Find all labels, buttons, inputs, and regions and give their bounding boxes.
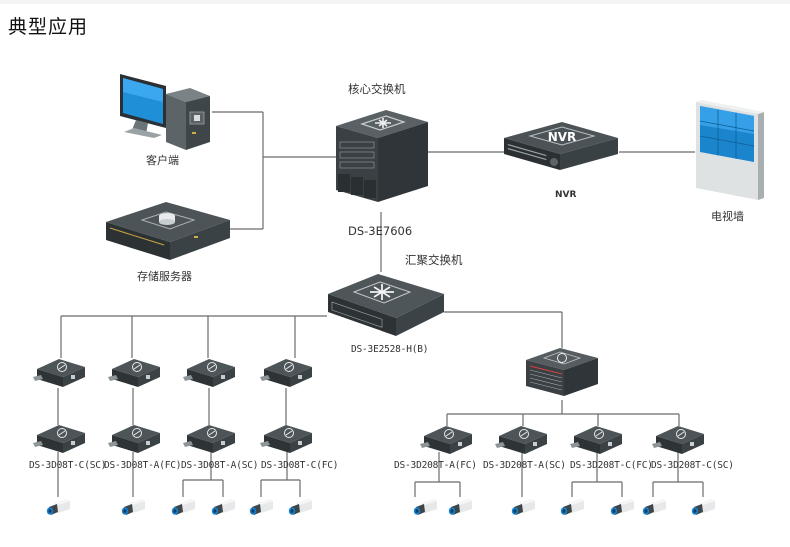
aggregation-switch-label: 汇聚交换机 <box>405 253 463 267</box>
left-converter-label-4: DS-3D08T-C(FC) <box>261 460 339 471</box>
camera-icon-8[interactable] <box>447 497 473 517</box>
nvr-badge: NVR <box>548 130 577 144</box>
storage-server-icon[interactable] <box>104 196 232 262</box>
media-converter-chassis-icon[interactable] <box>524 346 600 398</box>
camera-icon-4[interactable] <box>210 497 236 517</box>
left-lower-converter-icon-2[interactable] <box>108 421 164 455</box>
camera-icon-9[interactable] <box>510 497 536 517</box>
camera-icon-12[interactable] <box>641 497 667 517</box>
core-switch-icon[interactable] <box>332 106 432 204</box>
nvr-label: NVR <box>555 190 577 200</box>
camera-icon-3[interactable] <box>170 497 196 517</box>
video-wall-label: 电视墙 <box>711 210 744 223</box>
camera-icon-7[interactable] <box>412 497 438 517</box>
camera-icon-6[interactable] <box>287 497 313 517</box>
right-converter-icon-1[interactable] <box>420 422 476 456</box>
left-converter-label-3: DS-3D08T-A(SC) <box>181 460 259 471</box>
camera-icon-5[interactable] <box>248 497 274 517</box>
right-converter-icon-3[interactable] <box>570 422 626 456</box>
right-converter-icon-4[interactable] <box>652 422 708 456</box>
storage-label: 存储服务器 <box>137 270 192 283</box>
left-upper-converter-icon-4[interactable] <box>260 355 316 389</box>
right-converter-label-1: DS-3D208T-A(FC) <box>394 460 477 471</box>
right-converter-label-3: DS-3D208T-C(FC) <box>570 460 653 471</box>
right-converter-label-2: DS-3D208T-A(SC) <box>483 460 566 471</box>
page-title: 典型应用 <box>8 16 89 38</box>
camera-icon-2[interactable] <box>120 497 146 517</box>
left-lower-converter-icon-4[interactable] <box>260 421 316 455</box>
core-switch-model: DS-3E7606 <box>348 224 413 238</box>
left-lower-converter-icon-1[interactable] <box>33 421 89 455</box>
camera-icon-13[interactable] <box>690 497 716 517</box>
left-converter-label-2: DS-3D08T-A(FC) <box>104 460 182 471</box>
camera-icon-11[interactable] <box>609 497 635 517</box>
right-converter-icon-2[interactable] <box>495 422 551 456</box>
aggregation-switch-icon[interactable] <box>326 272 448 340</box>
aggregation-switch-model: DS-3E2528-H(B) <box>351 344 429 355</box>
top-strip <box>0 0 790 4</box>
client-label: 客户端 <box>146 154 179 167</box>
left-converter-label-1: DS-3D08T-C(SC) <box>29 460 107 471</box>
core-switch-label: 核心交换机 <box>348 82 406 96</box>
left-upper-converter-icon-1[interactable] <box>33 355 89 389</box>
desktop-computer-icon[interactable] <box>118 72 214 150</box>
camera-icon-1[interactable] <box>45 497 71 517</box>
left-lower-converter-icon-3[interactable] <box>183 421 239 455</box>
left-upper-converter-icon-3[interactable] <box>183 355 239 389</box>
video-wall-icon[interactable] <box>694 100 768 200</box>
left-upper-converter-icon-2[interactable] <box>108 355 164 389</box>
right-converter-label-4: DS-3D208T-C(SC) <box>651 460 734 471</box>
camera-icon-10[interactable] <box>559 497 585 517</box>
nvr-icon[interactable]: NVR <box>500 118 622 172</box>
